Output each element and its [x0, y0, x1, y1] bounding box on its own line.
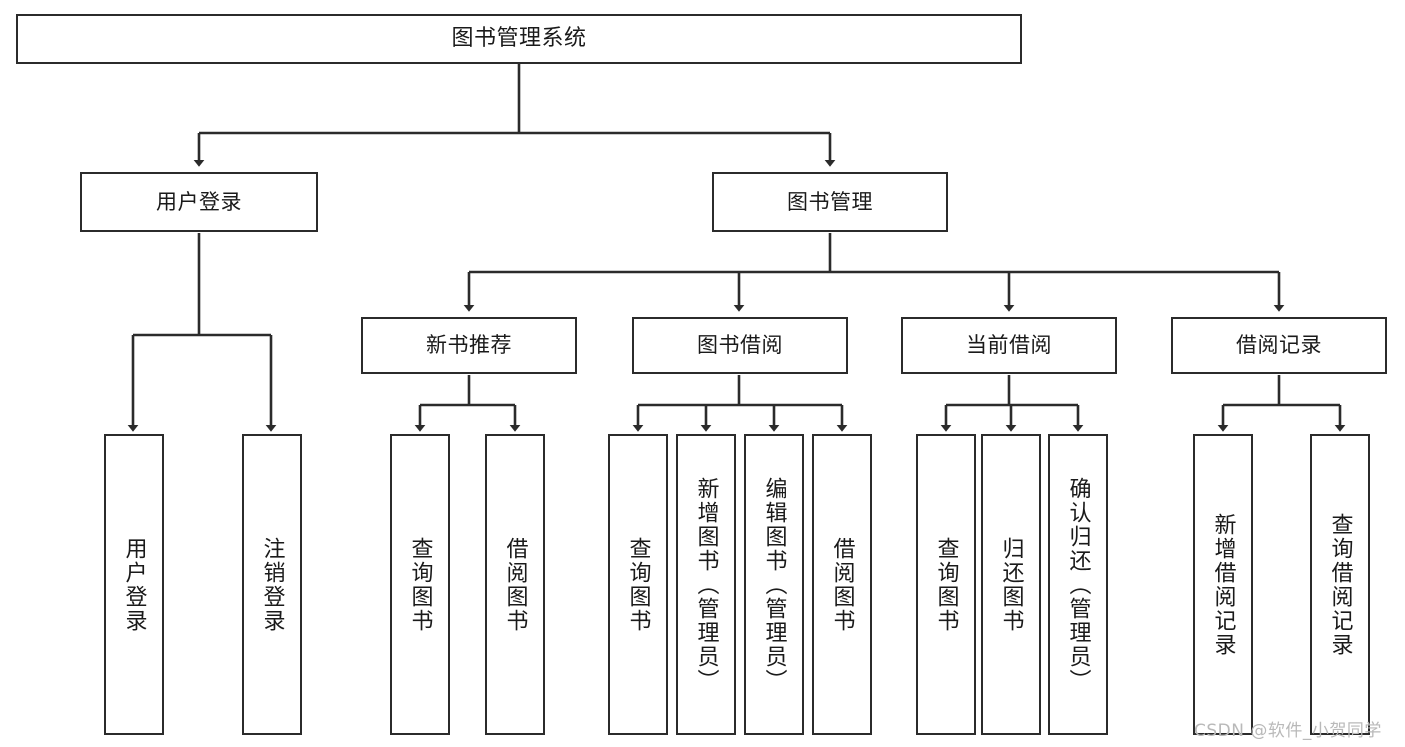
leaf-record-query-borrow-record[interactable]: 查询借阅记录: [1310, 434, 1370, 735]
node-label: 新书推荐: [426, 333, 512, 358]
node-label: 图书借阅: [697, 333, 783, 358]
node-label: 借阅图书: [829, 536, 855, 633]
leaf-record-add-borrow-record[interactable]: 新增借阅记录: [1193, 434, 1253, 735]
node-label: 查询借阅记录: [1327, 512, 1353, 657]
node-label: 注销登录: [259, 536, 285, 633]
node-label: 用户登录: [121, 536, 147, 633]
node-label: 借阅图书: [502, 536, 528, 633]
node-label: 编辑图书（管理员）: [761, 476, 787, 693]
node-user-login[interactable]: 用户登录: [80, 172, 318, 232]
node-new-book-recommendation[interactable]: 新书推荐: [361, 317, 577, 374]
node-book-borrowing[interactable]: 图书借阅: [632, 317, 848, 374]
node-label: 图书管理: [787, 189, 873, 214]
node-label: 查询图书: [407, 536, 433, 633]
node-current-borrowing[interactable]: 当前借阅: [901, 317, 1117, 374]
leaf-current-query-books[interactable]: 查询图书: [916, 434, 976, 735]
node-label: 当前借阅: [966, 333, 1052, 358]
node-label: 用户登录: [156, 189, 242, 214]
leaf-newbook-query-books[interactable]: 查询图书: [390, 434, 450, 735]
leaf-logout[interactable]: 注销登录: [242, 434, 302, 735]
node-label: 确认归还（管理员）: [1065, 476, 1091, 693]
leaf-borrow-add-book-admin[interactable]: 新增图书（管理员）: [676, 434, 736, 735]
node-borrowing-record[interactable]: 借阅记录: [1171, 317, 1387, 374]
node-book-management[interactable]: 图书管理: [712, 172, 948, 232]
node-label: 借阅记录: [1236, 333, 1322, 358]
leaf-borrow-edit-book-admin[interactable]: 编辑图书（管理员）: [744, 434, 804, 735]
node-label: 查询图书: [933, 536, 959, 633]
leaf-user-login[interactable]: 用户登录: [104, 434, 164, 735]
leaf-current-confirm-return-admin[interactable]: 确认归还（管理员）: [1048, 434, 1108, 735]
node-label: 归还图书: [998, 536, 1024, 633]
node-label: 查询图书: [625, 536, 651, 633]
leaf-newbook-borrow-books[interactable]: 借阅图书: [485, 434, 545, 735]
node-label: 新增借阅记录: [1210, 512, 1236, 657]
node-label: 新增图书（管理员）: [693, 476, 719, 693]
node-label: 图书管理系统: [451, 26, 587, 52]
watermark-csdn: CSDN @软件_小贺同学: [1194, 721, 1382, 741]
node-root-book-management-system[interactable]: 图书管理系统: [16, 14, 1022, 64]
leaf-borrow-borrow-books[interactable]: 借阅图书: [812, 434, 872, 735]
leaf-current-return-books[interactable]: 归还图书: [981, 434, 1041, 735]
leaf-borrow-query-books[interactable]: 查询图书: [608, 434, 668, 735]
